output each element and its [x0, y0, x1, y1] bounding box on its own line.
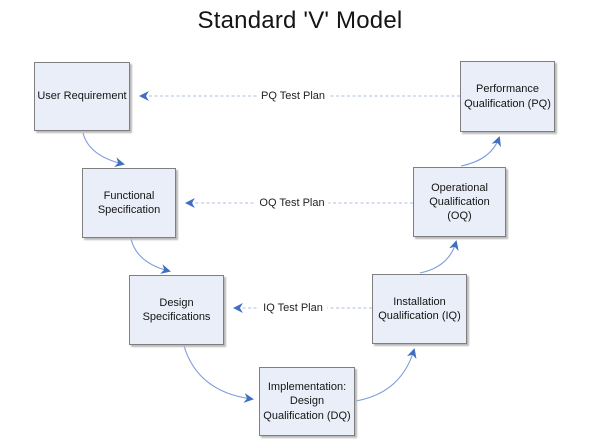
connector-dq-to-iq: [355, 348, 417, 402]
box-performance-qualification-label: Performance Qualification (PQ): [464, 83, 551, 110]
test-plan-label-pq: PQ Test Plan: [257, 90, 329, 102]
box-design-specifications-label: Design Specifications: [142, 296, 211, 323]
box-implementation-dq-label: Implementation: Design Qualification (DQ…: [263, 381, 351, 422]
box-installation-qualification: Installation Qualification (IQ): [372, 274, 467, 344]
box-user-requirement-label: User Requirement: [37, 90, 127, 103]
box-functional-specification: Functional Specification: [82, 168, 176, 238]
connector-oq-to-pq: [460, 136, 501, 167]
box-operational-qualification: Operational Qualification (OQ): [413, 167, 506, 237]
box-design-specifications: Design Specifications: [129, 275, 224, 345]
box-installation-qualification-label: Installation Qualification (IQ): [378, 295, 461, 322]
box-functional-specification-label: Functional Specification: [97, 189, 161, 216]
connector-ds-to-dq: [183, 345, 254, 403]
test-plan-label-oq: OQ Test Plan: [255, 197, 329, 209]
box-performance-qualification: Performance Qualification (PQ): [460, 61, 555, 132]
box-operational-qualification-label: Operational Qualification (OQ): [429, 181, 490, 223]
diagram-title: Standard 'V' Model: [197, 7, 403, 34]
test-plan-label-iq: IQ Test Plan: [259, 302, 327, 314]
box-user-requirement: User Requirement: [34, 62, 130, 131]
connector-iq-to-oq: [419, 240, 459, 274]
connector-ur-to-fs: [82, 132, 125, 168]
box-implementation-dq: Implementation: Design Qualification (DQ…: [259, 367, 355, 436]
connector-fs-to-ds: [130, 238, 171, 274]
